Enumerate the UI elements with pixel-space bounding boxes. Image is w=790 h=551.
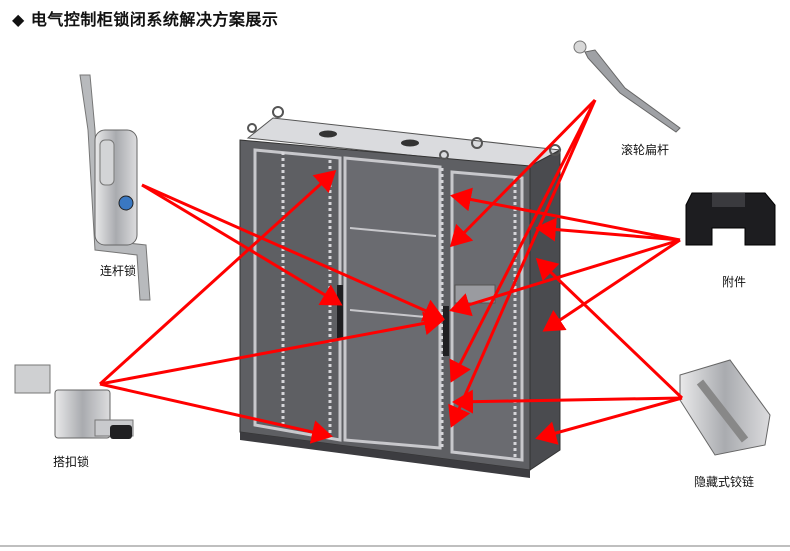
latch-lock-label: 搭扣锁 <box>53 455 90 469</box>
accessory-label: 附件 <box>722 275 747 289</box>
arrow-hinge-2 <box>452 389 683 414</box>
latch-lock-illustration <box>14 364 134 439</box>
rod-lock-illustration <box>79 74 151 301</box>
rod-lock-label: 连杆锁 <box>100 264 137 278</box>
arrow-roller-2 <box>449 99 597 383</box>
arrow-rod-lock-handle-1 <box>141 183 343 306</box>
arrow-latch-2 <box>99 311 445 386</box>
hidden-hinge-label: 隐藏式铰链 <box>694 475 755 489</box>
roller-flat-bar-label: 滚轮扁杆 <box>621 143 670 157</box>
arrow-latch-1 <box>98 169 337 386</box>
arrow-accessory-1 <box>450 187 681 242</box>
arrow-hinge-1 <box>535 257 684 400</box>
hidden-hinge-illustration <box>679 359 771 456</box>
arrow-rod-lock-handle-2 <box>141 183 445 322</box>
arrow-hinge-3 <box>535 396 683 445</box>
accessory-illustration <box>685 192 776 246</box>
indicator-arrows <box>98 98 684 445</box>
arrow-latch-3 <box>99 382 333 444</box>
diamond-marker-icon: ◆ <box>12 10 25 29</box>
arrow-accessory-2 <box>535 217 681 242</box>
arrow-roller-1 <box>449 98 597 248</box>
arrow-accessory-4 <box>542 238 681 332</box>
page-title-text: 电气控制柜锁闭系统解决方案展示 <box>30 10 279 29</box>
roller-flat-bar-illustration <box>573 40 681 133</box>
bottom-divider <box>0 545 790 547</box>
page-title: ◆ 电气控制柜锁闭系统解决方案展示 <box>12 6 278 30</box>
arrow-roller-3 <box>448 99 597 428</box>
arrow-accessory-3 <box>449 238 681 317</box>
